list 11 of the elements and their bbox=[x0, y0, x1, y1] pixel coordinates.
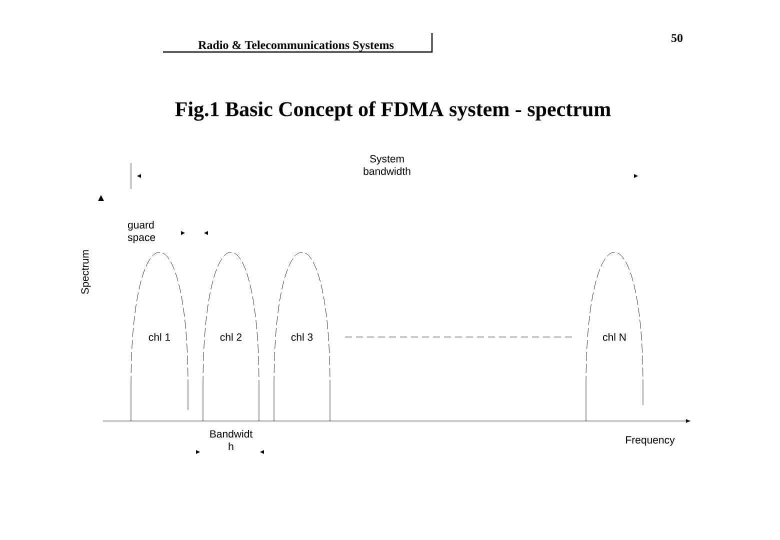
channel-spectrum: chl N bbox=[586, 252, 644, 422]
page-number: 50 bbox=[671, 34, 683, 42]
axis-label: Frequency bbox=[626, 436, 675, 446]
axis-label: Spectrum bbox=[81, 250, 91, 294]
axis-label: System bandwidth bbox=[364, 155, 410, 175]
header-text: Radio & Telecommunications Systems bbox=[198, 40, 394, 52]
figure-title: Fig.1 Basic Concept of FDMA system - spectrum bbox=[175, 101, 611, 121]
axis-label: Bandwidt h bbox=[210, 430, 253, 450]
channel-spectrum: chl 2 bbox=[202, 252, 260, 422]
channel-spectrum: chl 1 bbox=[130, 252, 188, 422]
channel-spectrum: chl 3 bbox=[274, 252, 330, 422]
